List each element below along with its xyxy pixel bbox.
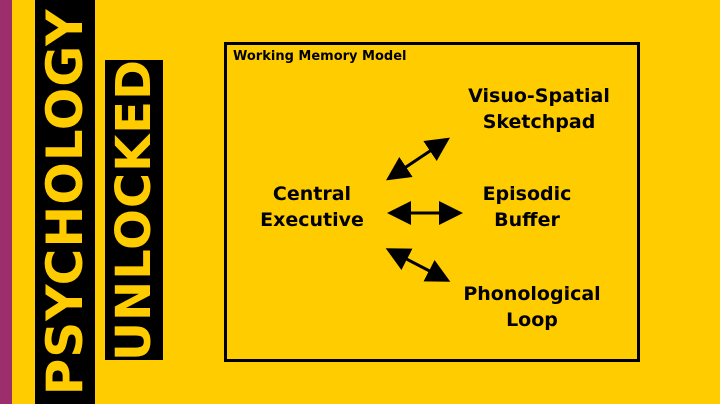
node-episodic-line2: Buffer	[494, 209, 560, 231]
node-central-line2: Executive	[260, 209, 364, 231]
brand-bar-psychology: PSYCHOLOGY	[35, 0, 95, 404]
brand-text-psychology: PSYCHOLOGY	[36, 8, 94, 396]
left-accent-stripe	[0, 0, 12, 404]
arrow-central-phonological	[385, 248, 451, 282]
brand-bar-unlocked: UNLOCKED	[105, 59, 163, 361]
node-visuo-line1: Visuo-Spatial	[468, 85, 610, 107]
node-central-executive: Central Executive	[247, 181, 377, 233]
arrow-central-visuo	[386, 137, 450, 181]
diagram-title: Working Memory Model	[233, 49, 407, 64]
node-central-line1: Central	[272, 183, 352, 205]
brand-text-unlocked: UNLOCKED	[106, 59, 162, 361]
node-phono-line2: Loop	[506, 309, 558, 331]
node-phonological-loop: Phonological Loop	[447, 281, 617, 333]
node-episodic-line1: Episodic	[482, 183, 572, 205]
node-visuo-spatial-sketchpad: Visuo-Spatial Sketchpad	[439, 83, 639, 135]
node-visuo-line2: Sketchpad	[482, 111, 596, 133]
working-memory-diagram: Working Memory Model Central Executive V…	[224, 42, 640, 362]
arrows-layer	[385, 137, 463, 282]
node-episodic-buffer: Episodic Buffer	[457, 181, 597, 233]
node-phono-line1: Phonological	[463, 283, 601, 305]
